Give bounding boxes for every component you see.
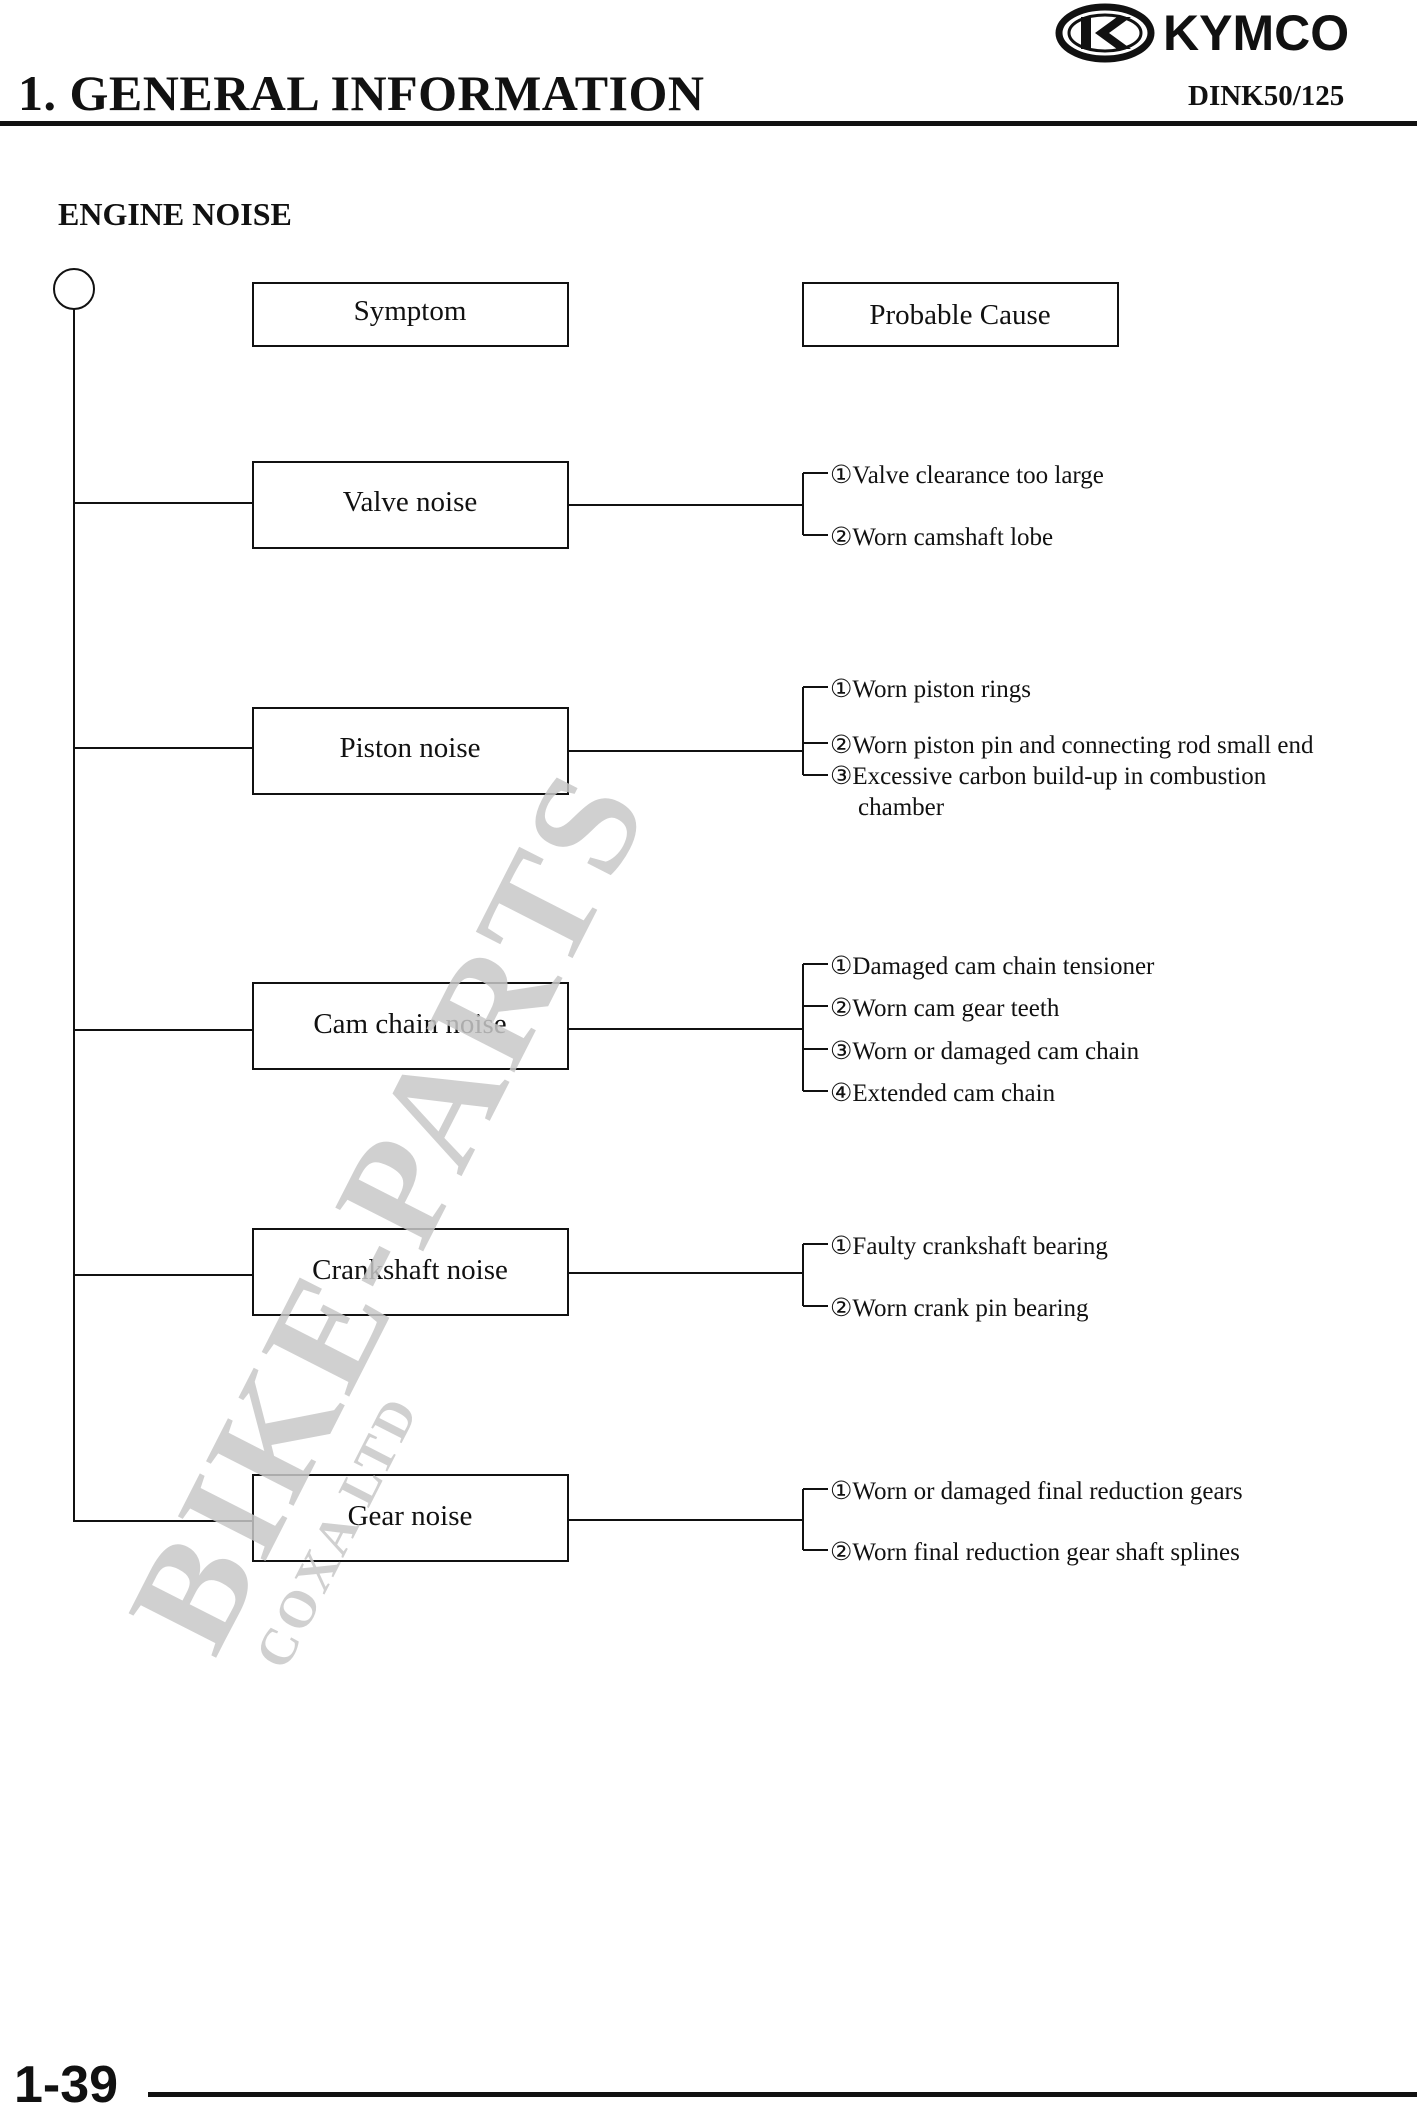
symptom-label: Gear noise (348, 1500, 473, 1532)
cause-item-continued: chamber (858, 794, 945, 821)
cause-item: ①Valve clearance too large (830, 462, 1104, 489)
cause-item: ②Worn camshaft lobe (830, 524, 1053, 551)
cause-item: ①Damaged cam chain tensioner (830, 953, 1155, 980)
cause-item: ①Worn piston rings (830, 676, 1031, 703)
footer-rule (148, 2092, 1417, 2097)
row-gear-noise: Gear noise ①Worn or damaged final reduct… (74, 1474, 1243, 1566)
row-crankshaft-noise: Crankshaft noise ①Faulty crankshaft bear… (74, 1228, 1108, 1322)
cause-item: ②Worn piston pin and connecting rod smal… (830, 732, 1314, 759)
row-piston-noise: Piston noise ①Worn piston rings ②Worn pi… (74, 676, 1314, 821)
cause-header-label: Probable Cause (869, 299, 1050, 331)
cause-item: ②Worn final reduction gear shaft splines (830, 1539, 1240, 1566)
page-number: 1-39 (14, 2056, 119, 2114)
symptom-label: Cam chain noise (313, 1008, 506, 1040)
cause-item: ③Excessive carbon build-up in combustion (830, 763, 1267, 790)
model-label: DINK50/125 (1188, 80, 1345, 112)
cause-item: ②Worn cam gear teeth (830, 995, 1060, 1022)
cause-item: ④Extended cam chain (830, 1080, 1056, 1107)
symptom-label: Crankshaft noise (312, 1254, 508, 1286)
cause-item: ①Worn or damaged final reduction gears (830, 1478, 1243, 1505)
cause-item: ③Worn or damaged cam chain (830, 1038, 1140, 1065)
section-title: ENGINE NOISE (58, 196, 292, 232)
chapter-title: 1. GENERAL INFORMATION (18, 65, 705, 121)
logo-text: KYMCO (1163, 5, 1349, 61)
cause-item: ②Worn crank pin bearing (830, 1295, 1089, 1322)
symptom-header-label: Symptom (354, 295, 467, 327)
kymco-logo: KYMCO (1055, 3, 1349, 63)
cause-header: Probable Cause (802, 282, 1119, 347)
start-node (53, 268, 95, 310)
row-cam-chain-noise: Cam chain noise ①Damaged cam chain tensi… (74, 953, 1155, 1107)
row-valve-noise: Valve noise ①Valve clearance too large ②… (74, 461, 1104, 551)
symptom-box (252, 982, 569, 1070)
symptom-header: Symptom (252, 282, 569, 347)
symptom-box (252, 1474, 569, 1562)
cause-item: ①Faulty crankshaft bearing (830, 1233, 1108, 1260)
header-rule (0, 121, 1417, 126)
symptom-label: Valve noise (343, 486, 478, 518)
symptom-label: Piston noise (340, 732, 481, 764)
